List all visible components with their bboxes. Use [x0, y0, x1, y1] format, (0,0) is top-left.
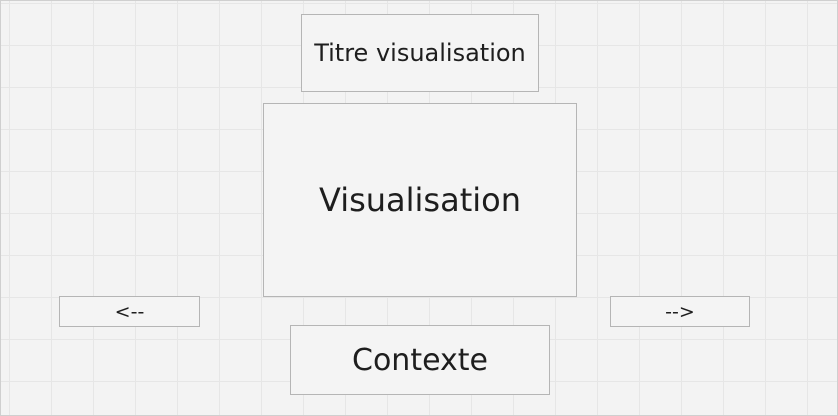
- title-label: Titre visualisation: [314, 39, 526, 67]
- next-arrow-label: -->: [665, 300, 695, 323]
- previous-arrow-label: <--: [114, 300, 145, 323]
- visualization-label: Visualisation: [319, 181, 521, 219]
- title-box: Titre visualisation: [301, 14, 539, 92]
- context-label: Contexte: [352, 342, 488, 378]
- next-arrow-button[interactable]: -->: [610, 296, 750, 327]
- previous-arrow-button[interactable]: <--: [59, 296, 200, 327]
- context-box: Contexte: [290, 325, 550, 395]
- visualization-box: Visualisation: [263, 103, 577, 297]
